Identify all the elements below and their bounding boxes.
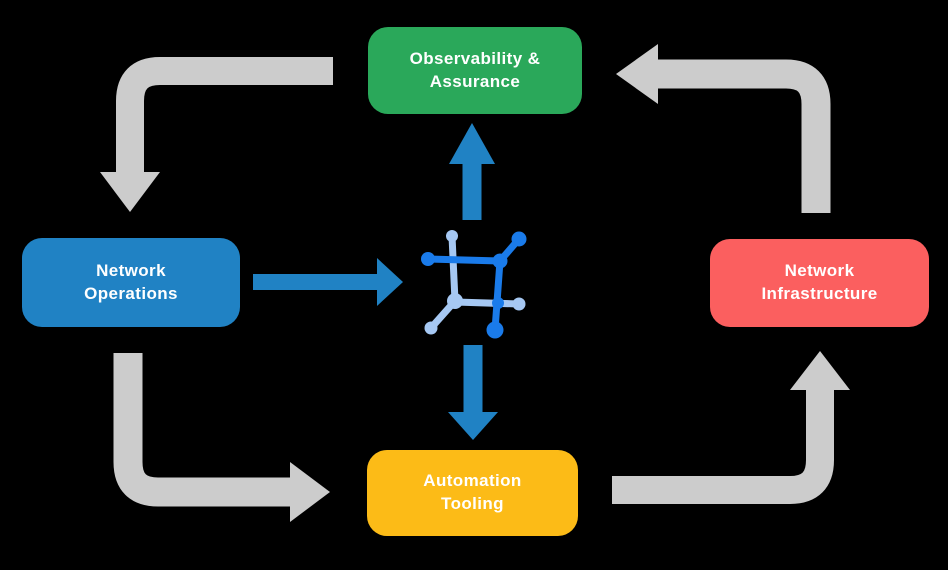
arrow-head-down (448, 412, 498, 440)
arrow-shaft (658, 59, 831, 213)
arrow-operations-to-center (253, 258, 403, 306)
arrow-head-down (100, 172, 160, 212)
node-label-line2: Operations (84, 283, 178, 303)
arrow-operations-to-automation (113, 353, 330, 522)
arrow-center-to-observability (449, 123, 495, 220)
network-mesh-icon (421, 230, 527, 339)
arrow-infrastructure-to-observability (616, 44, 831, 213)
arrow-automation-to-infrastructure (612, 351, 850, 504)
node-network-infrastructure: Network Infrastructure (710, 239, 929, 327)
node-label-line2: Infrastructure (761, 284, 878, 303)
arrow-observability-to-operations (100, 57, 333, 212)
node-label-line1: Observability & (409, 48, 541, 68)
node-network-operations: Network Operations (22, 238, 240, 327)
arrow-shaft (116, 57, 333, 176)
arrow-head-up (449, 123, 495, 164)
node-label-line1: Automation (423, 471, 522, 491)
arrow-head-left (616, 44, 658, 104)
arrow-head-up (790, 351, 850, 390)
arrow-shaft (612, 390, 834, 504)
mesh-light-nodes (424, 230, 526, 335)
arrow-center-to-automation (448, 345, 498, 440)
node-label-line2: Assurance (429, 71, 521, 91)
node-label-line2: Tooling (441, 494, 504, 513)
node-automation-tooling: Automation Tooling (367, 450, 578, 536)
mesh-dark-nodes (421, 231, 527, 339)
node-label-line1: Network (784, 261, 855, 281)
arrow-head-right (290, 462, 330, 522)
arrow-shaft (113, 353, 292, 507)
node-observability-assurance: Observability & Assurance (368, 27, 582, 114)
node-label-line1: Network (96, 260, 166, 280)
arrow-head-right (377, 258, 403, 306)
